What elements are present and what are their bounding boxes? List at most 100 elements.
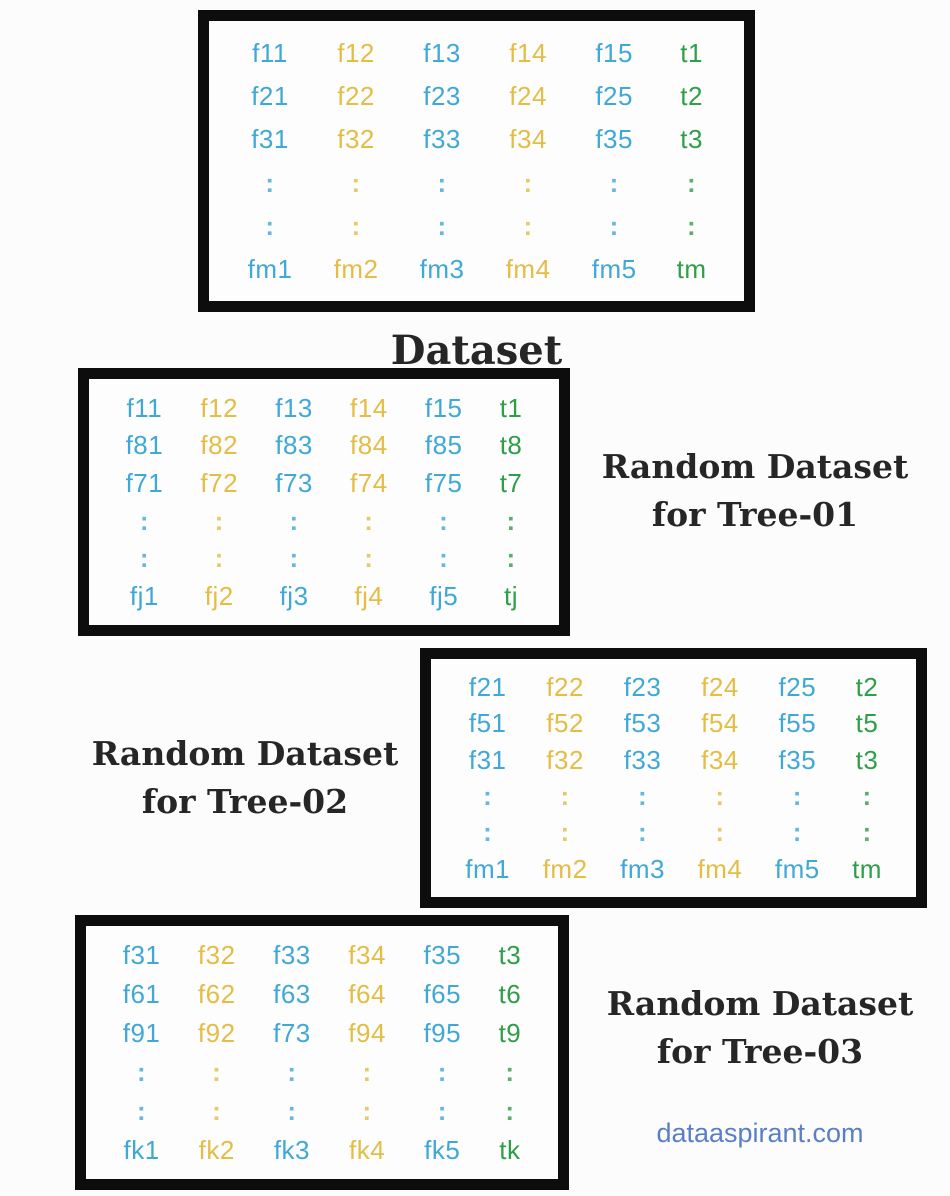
table-cell: t1 xyxy=(680,37,703,68)
table-cell: f24 xyxy=(701,672,739,703)
table-cell: fk3 xyxy=(273,1134,311,1165)
table-cell: tm xyxy=(676,254,707,285)
table-cell: : xyxy=(506,505,516,536)
table-cell: f91 xyxy=(122,1018,161,1049)
table-cell: fk2 xyxy=(198,1134,235,1165)
table-cell: : xyxy=(139,505,149,536)
tree-01-label-line2: for Tree-01 xyxy=(651,494,859,534)
table-cell: f13 xyxy=(423,37,461,68)
table-cell: f73 xyxy=(275,468,313,499)
table-cell: t1 xyxy=(499,392,523,423)
table-cell: : xyxy=(289,543,299,574)
table-cell: f25 xyxy=(778,672,817,703)
watermark-text: dataaspirant.com xyxy=(656,1118,864,1148)
table-cell: f34 xyxy=(509,124,547,155)
table-cell: t8 xyxy=(499,430,523,461)
table-cell: : xyxy=(287,1056,297,1087)
table-cell: : xyxy=(523,167,533,198)
table-cell: fk5 xyxy=(424,1134,461,1165)
table-cell: t5 xyxy=(855,708,879,739)
table-cell: : xyxy=(437,1056,447,1087)
table-cell: : xyxy=(437,1095,447,1126)
table-cell: f74 xyxy=(350,468,388,499)
table-cell: : xyxy=(686,167,697,198)
table-cell: : xyxy=(214,543,224,574)
table-cell: : xyxy=(483,817,493,848)
table-cell: : xyxy=(265,167,275,198)
table-cell: f33 xyxy=(623,744,662,775)
table-cell: f22 xyxy=(546,672,584,703)
table-cell: fm3 xyxy=(620,853,665,884)
table-cell: f94 xyxy=(348,1018,386,1049)
table-cell: : xyxy=(362,1095,372,1126)
table-cell: : xyxy=(364,505,374,536)
table-cell: f15 xyxy=(424,392,463,423)
tree-02-label-line2: for Tree-02 xyxy=(141,781,349,821)
table-cell: f23 xyxy=(423,80,461,111)
table-cell: : xyxy=(139,543,149,574)
table-cell: fm5 xyxy=(591,254,637,285)
table-cell: : xyxy=(862,817,872,848)
table-cell: : xyxy=(364,543,374,574)
table-cell: : xyxy=(439,543,449,574)
table-cell: : xyxy=(637,781,648,812)
table-cell: : xyxy=(137,1056,147,1087)
table-cell: f62 xyxy=(197,979,236,1010)
table-cell: t9 xyxy=(498,1018,522,1049)
table-cell: f81 xyxy=(125,430,164,461)
table-cell: f92 xyxy=(197,1018,236,1049)
table-cell: f11 xyxy=(252,37,288,68)
table-cell: f35 xyxy=(423,940,462,971)
table-cell: f82 xyxy=(200,430,239,461)
table-cell: : xyxy=(212,1056,222,1087)
table-cell: fm4 xyxy=(505,254,551,285)
table-cell: : xyxy=(715,817,725,848)
table-cell: : xyxy=(715,781,725,812)
table-cell: f63 xyxy=(273,979,311,1010)
table-cell: f84 xyxy=(350,430,388,461)
tree-02-label-line1: Random Dataset xyxy=(91,734,399,773)
table-cell: fm1 xyxy=(247,254,293,285)
table-cell: : xyxy=(792,817,802,848)
table-cell: fm1 xyxy=(465,853,511,884)
tree-03-label-line1: Random Dataset xyxy=(606,984,914,1023)
table-cell: : xyxy=(289,505,299,536)
table-cell: f95 xyxy=(423,1018,462,1049)
table-cell: t2 xyxy=(855,672,879,703)
table-cell: f21 xyxy=(251,80,289,111)
table-cell: f32 xyxy=(337,124,375,155)
table-cell: : xyxy=(214,505,224,536)
table-cell: f51 xyxy=(468,708,507,739)
table-cell: f25 xyxy=(595,80,633,111)
table-cell: f53 xyxy=(623,708,662,739)
table-cell: f52 xyxy=(546,708,584,739)
table-cell: f13 xyxy=(275,392,313,423)
table-cell: f35 xyxy=(595,124,633,155)
table-cell: : xyxy=(609,210,619,241)
table-cell: f31 xyxy=(468,744,507,775)
table-cell: f22 xyxy=(337,80,375,111)
table-cell: tj xyxy=(504,581,519,612)
table-cell: : xyxy=(506,543,516,574)
table-cell: f85 xyxy=(424,430,463,461)
table-cell: f32 xyxy=(197,940,236,971)
table-cell: f21 xyxy=(468,672,507,703)
dataset-label: Dataset xyxy=(390,327,563,374)
table-cell: fk4 xyxy=(349,1134,386,1165)
table-cell: : xyxy=(560,817,570,848)
table-cell: : xyxy=(483,781,493,812)
table-cell: f33 xyxy=(273,940,311,971)
table-cell: : xyxy=(351,210,361,241)
table-cell: fm3 xyxy=(419,254,465,285)
table-cell: f11 xyxy=(126,392,163,423)
table-cell: : xyxy=(637,817,648,848)
table-cell: : xyxy=(560,781,570,812)
table-cell: f55 xyxy=(778,708,817,739)
tree-01-label: Random Dataset for Tree-01 xyxy=(575,443,935,539)
table-cell: : xyxy=(265,210,275,241)
table-cell: : xyxy=(523,210,533,241)
